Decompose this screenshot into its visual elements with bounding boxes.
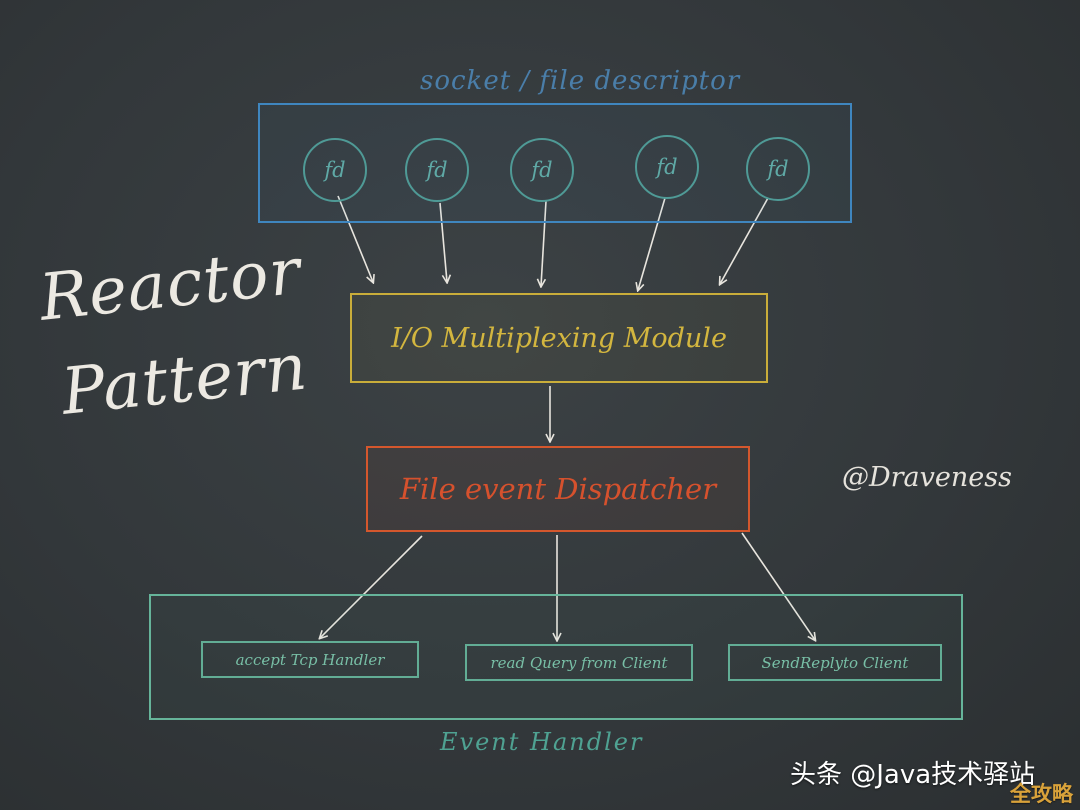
arrow-fd2-to-mux [439,202,447,282]
arrow-fd5-to-mux [720,197,769,284]
send-reply-handler: SendReplyto Client [728,644,942,681]
fd-node: fd [405,138,469,202]
read-query-handler: read Query from Client [465,644,693,681]
event-handler-label: Event Handler [440,728,644,756]
event-handler-area [149,594,963,720]
fd-node: fd [510,138,574,202]
arrow-fd4-to-mux [638,197,666,290]
fd-node: fd [635,135,699,199]
author-credit: @Draveness [842,462,1012,493]
arrow-fd3-to-mux [541,200,547,286]
accept-tcp-handler: accept Tcp Handler [201,641,419,678]
watermark-text: 头条 @Java技术驿站 [790,760,1036,790]
file-event-dispatcher: File event Dispatcher [366,446,750,532]
socket-label: socket / file descriptor [420,66,741,96]
arrow-dispatcher-to-reply [741,532,815,640]
fd-node: fd [303,138,367,202]
arrow-fd1-to-mux [337,195,373,282]
fd-node: fd [746,137,810,201]
arrow-dispatcher-to-accept [320,535,423,638]
corner-logo: 全攻略 [1010,782,1073,806]
io-multiplexing-module: I/O Multiplexing Module [350,293,768,383]
